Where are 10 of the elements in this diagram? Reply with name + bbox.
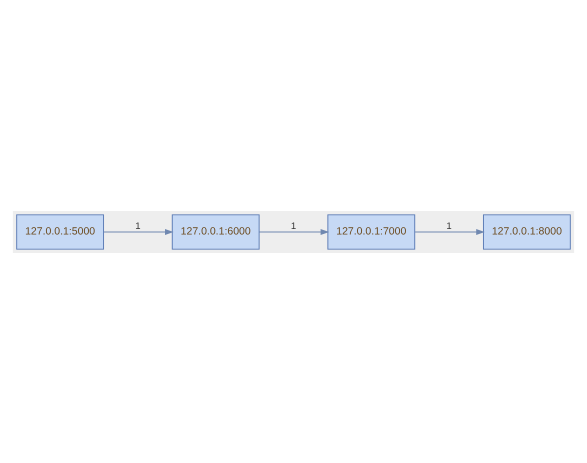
node-box: 127.0.0.1:5000	[16, 214, 104, 250]
node-box: 127.0.0.1:6000	[172, 214, 260, 250]
edge-label: 1	[446, 220, 452, 232]
node-box: 127.0.0.1:7000	[327, 214, 416, 250]
edge-label: 1	[290, 220, 296, 232]
arrow	[414, 228, 485, 235]
node-box: 127.0.0.1:8000	[482, 214, 571, 250]
edge-label: 1	[135, 220, 141, 232]
arrow	[103, 228, 174, 235]
arrow	[259, 228, 330, 235]
